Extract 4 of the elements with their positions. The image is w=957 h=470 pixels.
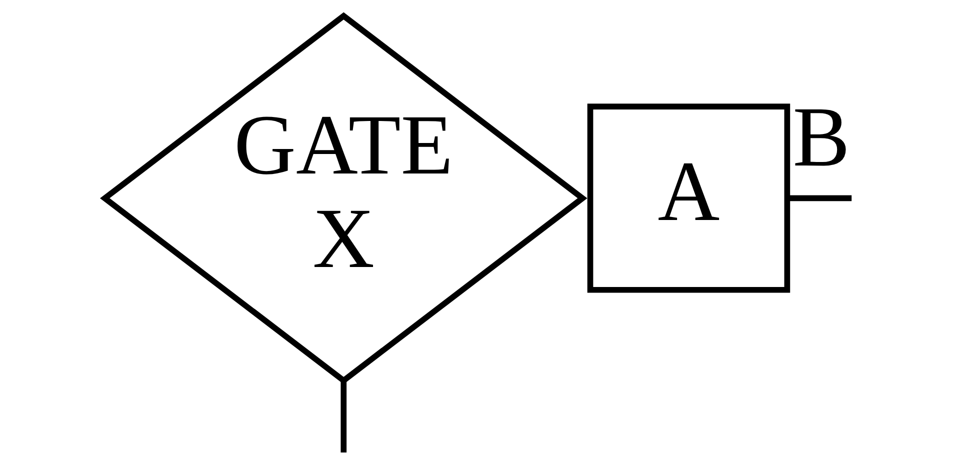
connector bbox=[340, 380, 346, 452]
node-diamond: GATE X bbox=[99, 12, 587, 384]
node-box: A bbox=[586, 104, 790, 293]
edge-label: B bbox=[792, 89, 850, 184]
